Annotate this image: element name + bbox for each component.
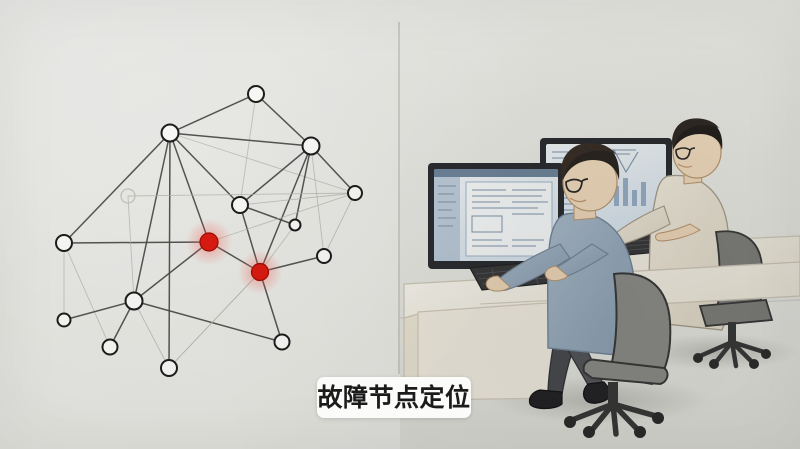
- graph-edge: [63, 300, 135, 321]
- graph-edge: [259, 145, 312, 273]
- graph-edge: [133, 300, 283, 343]
- graph-edge: [208, 192, 356, 243]
- network-node[interactable]: [124, 291, 144, 311]
- network-node[interactable]: [231, 196, 249, 214]
- caption-text: 故障节点定位: [317, 383, 471, 412]
- graph-edge: [169, 132, 356, 194]
- fault-node[interactable]: [199, 232, 219, 252]
- graph-edge: [127, 192, 356, 197]
- network-node[interactable]: [347, 185, 363, 201]
- graph-edge: [168, 271, 261, 369]
- network-node[interactable]: [288, 218, 302, 232]
- fault-node-glow: [237, 249, 283, 295]
- graph-edge: [63, 242, 111, 348]
- network-node[interactable]: [247, 85, 265, 103]
- graph-edge: [133, 300, 170, 369]
- graph-edge: [168, 132, 171, 369]
- graph-edge: [208, 241, 261, 273]
- graph-edge: [323, 192, 356, 257]
- mouse-front: [585, 254, 607, 270]
- network-node[interactable]: [273, 333, 291, 351]
- graph-edge: [239, 145, 312, 206]
- graph-edge: [239, 192, 356, 206]
- graph-edge: [109, 300, 135, 348]
- graph-edge: [259, 255, 325, 273]
- graph-nodes: [55, 85, 363, 377]
- graph-edges: [63, 93, 356, 369]
- graph-edge: [169, 132, 241, 206]
- graph-edge: [63, 132, 171, 244]
- graph-edge: [294, 145, 312, 226]
- graph-edge: [239, 204, 296, 226]
- inactive-node[interactable]: [120, 188, 136, 204]
- graph-edge: [133, 132, 171, 302]
- floor-shadows: [490, 334, 798, 424]
- glasses-back: [675, 147, 696, 160]
- graph-edge: [239, 93, 257, 206]
- chair-back: [693, 230, 774, 369]
- chair-front: [564, 272, 672, 438]
- graph-edge: [127, 195, 135, 302]
- graph-edge: [310, 145, 325, 257]
- fault-node-glow: [185, 218, 233, 266]
- caption-label: 故障节点定位: [317, 377, 471, 418]
- monitor-left: [428, 163, 564, 285]
- keyboard-front: [469, 258, 581, 291]
- graph-edge: [133, 241, 210, 302]
- fault-node[interactable]: [250, 262, 270, 282]
- network-node[interactable]: [55, 234, 73, 252]
- graph-edge: [259, 224, 296, 273]
- graph-edge: [168, 271, 261, 369]
- graph-edge: [169, 132, 210, 243]
- network-node[interactable]: [101, 338, 119, 356]
- graph-edge: [169, 93, 257, 134]
- network-node[interactable]: [316, 248, 332, 264]
- monitor-right-content: [552, 148, 646, 217]
- keyboard-back: [605, 231, 695, 257]
- monitor-right: [540, 138, 672, 257]
- glasses-front: [565, 178, 589, 193]
- desk-back: [497, 235, 800, 283]
- workstation-back: [497, 118, 800, 369]
- graph-edge: [239, 204, 261, 273]
- network-node[interactable]: [160, 123, 180, 143]
- person-front: [485, 142, 638, 410]
- graph-edge: [259, 271, 283, 343]
- graph-edge: [169, 132, 312, 147]
- graph-edge: [310, 145, 356, 194]
- network-node[interactable]: [301, 136, 321, 156]
- network-node[interactable]: [56, 312, 72, 328]
- monitor-left-content: [434, 169, 558, 261]
- network-node[interactable]: [160, 359, 178, 377]
- graph-edge: [255, 93, 312, 147]
- mouse-back: [690, 228, 710, 242]
- graph-edge: [63, 241, 210, 244]
- person-back: [599, 118, 732, 331]
